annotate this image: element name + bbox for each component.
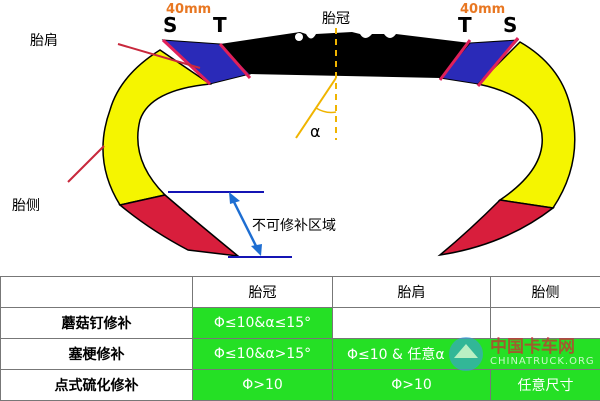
s-marker-left: S (163, 13, 177, 37)
alpha-label: α (310, 122, 321, 141)
header-crown: 胎冠 (193, 277, 333, 308)
header-shoulder: 胎肩 (333, 277, 491, 308)
left-bead (120, 195, 238, 256)
header-empty (1, 277, 193, 308)
t-marker-left: T (213, 13, 227, 37)
watermark: 中国卡车网 CHINATRUCK.ORG (446, 330, 596, 380)
t-marker-right: T (458, 13, 472, 37)
row-label: 点式硫化修补 (1, 370, 193, 401)
crown-label: 胎冠 (322, 8, 350, 28)
watermark-name: 中国卡车网 (490, 332, 575, 357)
row-label: 蘑菇钉修补 (1, 308, 193, 339)
tread-groove (295, 33, 303, 41)
header-sidewall: 胎侧 (491, 277, 600, 308)
non-repairable-label: 不可修补区域 (252, 215, 336, 235)
left-sidewall (103, 50, 210, 205)
region-arrow-head-bottom (251, 244, 262, 256)
sidewall-label: 胎侧 (12, 195, 40, 215)
row-label: 塞梗修补 (1, 339, 193, 370)
s-marker-right: S (503, 13, 517, 37)
cell-crown: Φ≤10&α>15° (193, 339, 333, 370)
watermark-logo-icon (446, 334, 486, 374)
sidewall-pointer (68, 146, 104, 182)
crown-tread (220, 32, 470, 78)
region-arrow-head-top (229, 192, 240, 204)
table-header-row: 胎冠 胎肩 胎侧 (1, 277, 600, 308)
watermark-url: CHINATRUCK.ORG (490, 356, 595, 367)
right-bead (440, 200, 553, 255)
cell-crown: Φ≤10&α≤15° (193, 308, 333, 339)
shoulder-label: 胎肩 (30, 30, 58, 50)
cell-crown: Φ>10 (193, 370, 333, 401)
angle-arc (316, 108, 336, 113)
